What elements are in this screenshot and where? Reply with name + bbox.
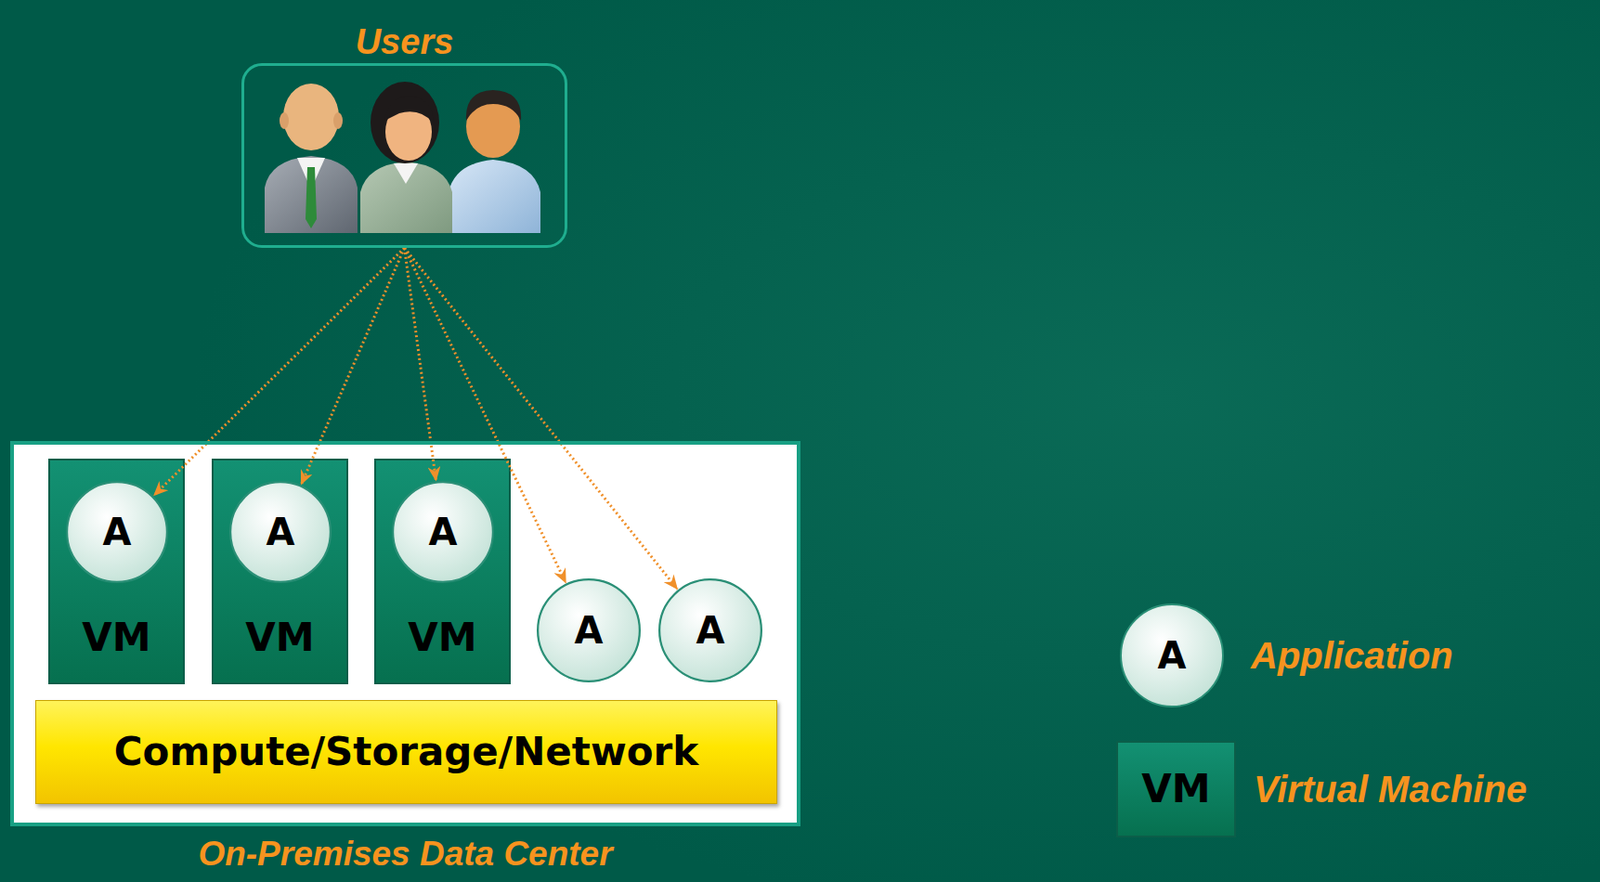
text-holder: VM [375,613,510,663]
legend-sample-label: VM [1141,767,1210,811]
hair [370,81,440,164]
application-label: A [574,610,604,651]
tie [305,167,317,229]
application-circle: A [658,578,763,683]
application-label: A [696,610,726,651]
person-body [360,161,453,234]
collar [393,163,418,184]
users-box: Users [241,63,568,248]
ear [333,112,343,130]
text-holder: VM [49,613,184,663]
person-body [448,159,541,234]
circle-shape [392,481,494,583]
application-circle: A [229,481,332,584]
text-holder: A [229,481,332,584]
vm-box-fill [49,459,184,684]
text-holder: Users [207,23,602,63]
circle-shape [230,481,331,583]
vm-label: VM [407,616,477,660]
label-holder: A [1120,604,1223,707]
text-holder: On-Premises Data Center [0,835,834,874]
legend-text: Virtual Machine [1253,768,1527,810]
vm-label: VM [81,616,151,660]
vm-box-fill [212,459,348,684]
virtual-machine-box: A VM [212,459,348,684]
text-holder: VM [212,613,348,663]
virtual-machine-box: A VM [375,459,510,684]
group-title: Users [355,22,455,62]
circle-shape [66,481,168,583]
hair [384,96,433,123]
band-label: Compute/Storage/Network [114,730,699,774]
legend-samples [1117,604,1236,837]
legend-vm-sample [1117,741,1236,837]
shape-layer [10,441,801,827]
person-head [283,83,339,151]
legend-application-sample [1120,604,1223,707]
person-body [264,156,358,234]
data-center-ground [10,441,801,827]
users-illustration [264,81,541,234]
data-center-box: AVMAVMAVMAACompute/Storage/NetworkOn-Pre… [10,441,801,827]
vm-label: VM [245,616,314,660]
virtual-machine-box: A VM [49,459,184,684]
application-label: A [103,511,132,553]
hair [466,90,521,121]
circle-shape [659,579,762,682]
text-holder: A [65,481,169,584]
application-circle: A [65,481,169,584]
text-holder: A [536,578,641,683]
application-label: A [266,511,296,553]
legend-holder: Virtual Machine [1253,761,1527,818]
text-holder: Compute/Storage/Network [36,701,777,804]
dotted-arrow [300,247,404,485]
application-label: A [429,511,458,553]
legend-holder: Application [1250,627,1454,684]
container-title: On-Premises Data Center [197,834,612,873]
application-circle: A [536,578,641,683]
dotted-arrow [404,247,678,589]
application-circle: A [391,481,495,584]
dotted-arrow [154,247,405,496]
vm-box-fill [375,459,510,684]
label-holder: VM [1117,741,1236,837]
legend-sample-label: A [1157,635,1187,677]
compute-storage-network-band: Compute/Storage/Network [35,700,778,805]
text-holder: A [391,481,495,584]
text-holder: A [658,578,763,683]
circle-shape [537,579,640,682]
legend-text: Application [1250,635,1454,677]
ear [279,112,289,130]
